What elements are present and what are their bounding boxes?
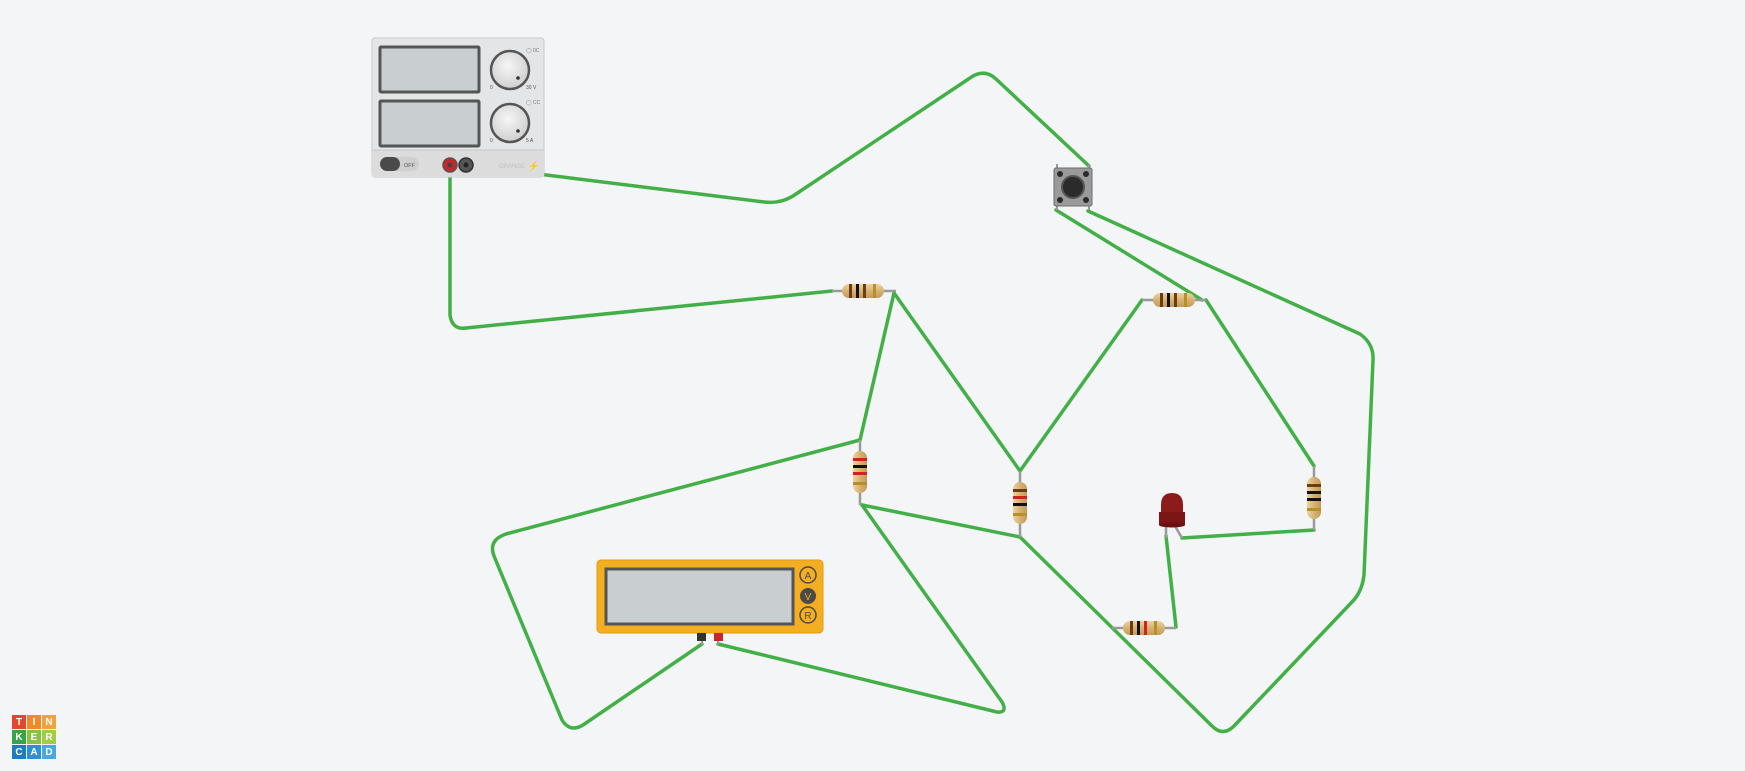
resistor[interactable] [832, 284, 896, 298]
wire[interactable] [1018, 209, 1375, 734]
wires [448, 71, 1375, 734]
pushbutton[interactable] [1053, 164, 1093, 210]
wire[interactable] [1164, 534, 1178, 629]
multimeter-display [604, 567, 795, 626]
voltage-min-label: 0 [490, 85, 493, 91]
wire[interactable] [858, 291, 896, 442]
red-probe-terminal[interactable] [714, 633, 723, 645]
wire[interactable] [1054, 208, 1204, 302]
ammeter-mode-button[interactable]: A [799, 566, 817, 584]
resistor[interactable] [1307, 466, 1321, 530]
power-switch-label: OFF [404, 163, 416, 169]
bolt-icon: ⚡ [528, 160, 539, 172]
positive-terminal[interactable] [442, 157, 458, 173]
negative-terminal[interactable] [458, 157, 474, 173]
voltage-max-label: 30 V [526, 85, 537, 91]
resistor[interactable] [1013, 471, 1027, 537]
logo-letter: R [42, 730, 56, 744]
voltage-display [378, 45, 481, 94]
current-min-label: 0 [490, 138, 493, 144]
wire[interactable] [860, 503, 1022, 539]
wire[interactable] [1018, 298, 1144, 473]
power-switch[interactable]: OFF [380, 157, 419, 171]
logo-letter: T [12, 715, 26, 729]
current-display [378, 99, 481, 148]
logo-letter: C [12, 745, 26, 759]
wire[interactable] [448, 164, 834, 330]
voltmeter-mode-label: V [805, 592, 812, 603]
current-mode-label: ◯ CC [526, 100, 541, 106]
logo-letter: D [42, 745, 56, 759]
ammeter-mode-label: A [805, 571, 812, 582]
resistor[interactable] [853, 440, 867, 505]
power-supply-brand: ORANGE [499, 164, 525, 170]
wire[interactable] [464, 71, 1091, 205]
resistor[interactable] [1142, 293, 1206, 307]
logo-letter: K [12, 730, 26, 744]
voltmeter-mode-button[interactable]: V [800, 588, 816, 604]
wire[interactable] [1180, 528, 1316, 540]
logo-letter: N [42, 715, 56, 729]
multimeter[interactable]: A V R [596, 559, 824, 645]
power-supply[interactable]: ◯ 0C 0 30 V ◯ CC 0 5 A OFF ORANGE ⚡ [371, 37, 545, 178]
wire[interactable] [716, 503, 1006, 714]
current-knob[interactable] [489, 102, 531, 144]
logo-letter: A [27, 745, 41, 759]
wire[interactable] [490, 438, 862, 730]
resistor[interactable] [1112, 621, 1176, 635]
led[interactable] [1159, 493, 1185, 539]
black-probe-terminal[interactable] [697, 633, 706, 645]
ohmmeter-mode-label: R [804, 611, 811, 622]
wire[interactable] [892, 291, 1022, 473]
ohmmeter-mode-button[interactable]: R [799, 606, 817, 624]
logo-letter: E [27, 730, 41, 744]
voltage-knob[interactable] [489, 49, 531, 91]
wire[interactable] [1204, 298, 1316, 468]
voltage-mode-label: ◯ 0C [526, 48, 540, 54]
current-max-label: 5 A [526, 138, 534, 144]
logo-letter: I [27, 715, 41, 729]
